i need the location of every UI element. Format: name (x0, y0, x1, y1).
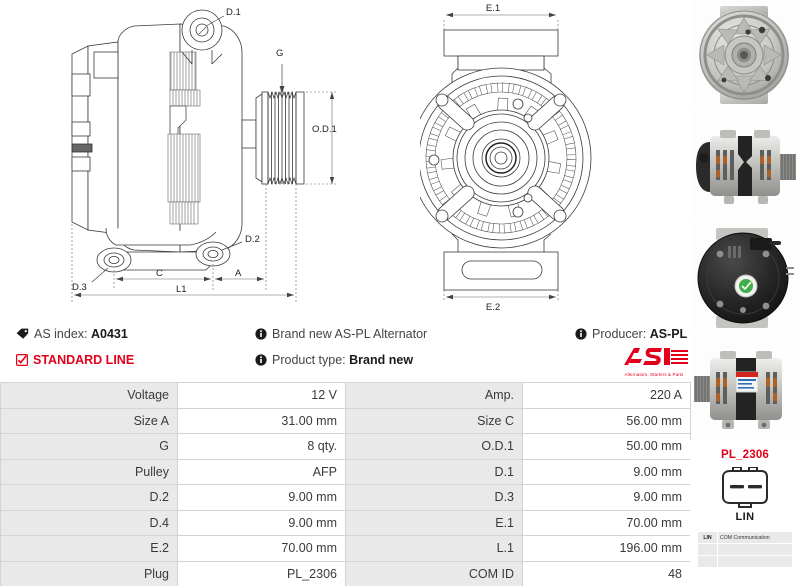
spec-value: PL_2306 (177, 560, 346, 586)
info-icon (255, 354, 267, 370)
dim-label-e1: E.1 (486, 3, 500, 14)
spec-key: D.3 (345, 484, 523, 511)
product-photo-alternator-side[interactable] (690, 112, 800, 222)
plug-pin-row (697, 543, 793, 556)
product-photo-alternator-front[interactable] (690, 0, 800, 110)
plug-code-label: PL_2306 (720, 449, 770, 461)
dim-label-d2: D.2 (245, 234, 260, 245)
spec-key: L.1 (345, 535, 523, 562)
front-view-drawing: E.1 E.2 (420, 3, 592, 313)
plug-connector-drawing (690, 466, 800, 509)
spec-value: 50.00 mm (522, 433, 691, 460)
spec-value: 12 V (177, 382, 346, 409)
spec-value: 31.00 mm (177, 407, 346, 434)
as-index-label: AS index: (34, 327, 88, 341)
tag-icon (16, 328, 29, 344)
producer-value: AS-PL (649, 327, 688, 341)
spec-key: Amp. (345, 382, 523, 409)
spec-key: O.D.1 (345, 433, 523, 460)
spec-key: D.4 (0, 509, 178, 536)
spec-value: 220 A (522, 382, 691, 409)
as-index-row: AS index: A0431 (16, 327, 128, 344)
spec-value: 70.00 mm (177, 535, 346, 562)
spec-key: D.2 (0, 484, 178, 511)
spec-key: Plug (0, 560, 178, 586)
as-logo-mark (624, 348, 688, 365)
spec-value: 70.00 mm (522, 509, 691, 536)
product-type-value: Brand new (349, 353, 414, 367)
as-pl-logo: Alternators, Starters & Parts (618, 346, 690, 377)
spec-key: Pulley (0, 458, 178, 485)
dim-label-d1: D.1 (226, 7, 241, 18)
brand-new-row: Brand new AS-PL Alternator (255, 327, 427, 344)
spec-value: 56.00 mm (522, 407, 691, 434)
spec-key: G (0, 433, 178, 460)
standard-line-label: STANDARD LINE (33, 353, 135, 367)
product-type-label: Product type: (272, 353, 346, 367)
spec-key: E.2 (0, 535, 178, 562)
dim-label-c: C (156, 268, 163, 279)
spec-value: 9.00 mm (522, 458, 691, 485)
producer-row: Producer: AS-PL (575, 327, 687, 344)
spec-value: AFP (177, 458, 346, 485)
producer-label: Producer: (592, 327, 647, 341)
info-icon (575, 328, 587, 344)
plug-pin-desc (717, 543, 793, 556)
spec-value: 8 qty. (177, 433, 346, 460)
as-index-value: A0431 (91, 327, 128, 341)
plug-pin-row (697, 555, 793, 568)
product-type-row: Product type: Brand new (255, 353, 413, 370)
spec-key: Voltage (0, 382, 178, 409)
spec-key: Size A (0, 407, 178, 434)
spec-value: 48 (522, 560, 691, 586)
dim-label-d3: D.3 (72, 282, 87, 293)
as-logo-tagline: Alternators, Starters & Parts (624, 372, 684, 377)
spec-value: 9.00 mm (522, 484, 691, 511)
product-info-strip: AS index: A0431 STANDARD LINE Brand new … (0, 318, 690, 380)
product-photo-alternator-rear[interactable] (690, 224, 800, 334)
spec-value: 9.00 mm (177, 484, 346, 511)
product-photo-column (690, 0, 800, 446)
dim-label-g: G (276, 48, 283, 59)
spec-value: 9.00 mm (177, 509, 346, 536)
info-icon (255, 328, 267, 344)
spec-value: 196.00 mm (522, 535, 691, 562)
spec-key: COM ID (345, 560, 523, 586)
spec-key: E.1 (345, 509, 523, 536)
plug-name-label: LIN (735, 511, 755, 523)
plug-pin-desc: COM Communication (717, 531, 793, 544)
brand-new-text: Brand new AS-PL Alternator (272, 327, 428, 341)
plug-pin-id (697, 543, 718, 556)
technical-drawings-area: D.1 G O.D.1 D.2 D.3 C A L1 (0, 0, 690, 316)
dim-label-e2: E.2 (486, 302, 500, 313)
plug-pin-id (697, 555, 718, 568)
dim-label-od1: O.D.1 (312, 124, 337, 135)
standard-line-badge: STANDARD LINE (16, 353, 134, 370)
dim-label-a: A (235, 268, 242, 279)
spec-key: D.1 (345, 458, 523, 485)
spec-key: Size C (345, 407, 523, 434)
plug-pin-desc (717, 555, 793, 568)
product-photo-alternator-side-label[interactable] (690, 336, 800, 446)
dim-label-l1: L1 (176, 284, 187, 295)
plug-pin-id: LIN (697, 531, 718, 544)
side-view-drawing: D.1 G O.D.1 D.2 D.3 C A L1 (71, 7, 337, 302)
checkbox-checked-icon (16, 354, 29, 370)
